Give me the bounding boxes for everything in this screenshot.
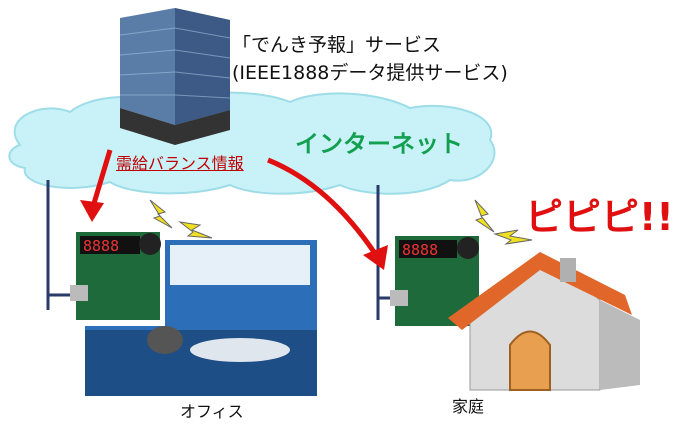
internet-label: インターネット (295, 130, 463, 158)
arrow-to-home (267, 157, 388, 270)
data-center-building (119, 8, 231, 145)
arrow-to-office (80, 149, 113, 222)
office-controller-board: 8888 (70, 228, 165, 326)
alert-sound-text: ピピピ!! (525, 195, 674, 239)
house-icon (448, 252, 640, 391)
home-label: 家庭 (452, 397, 485, 416)
home-buzzer-sound-icon (474, 199, 533, 245)
svg-text:8888: 8888 (83, 237, 119, 255)
office-label: オフィス (180, 402, 244, 421)
service-name: 「でんき予報」サービス (232, 34, 442, 56)
svg-text:8888: 8888 (402, 241, 438, 259)
office-photo (85, 240, 317, 396)
service-description: (IEEE1888データ提供サービス) (232, 62, 508, 84)
supply-demand-info-link[interactable]: 需給バランス情報 (116, 154, 244, 173)
office-buzzer-sound-icon (149, 199, 213, 239)
